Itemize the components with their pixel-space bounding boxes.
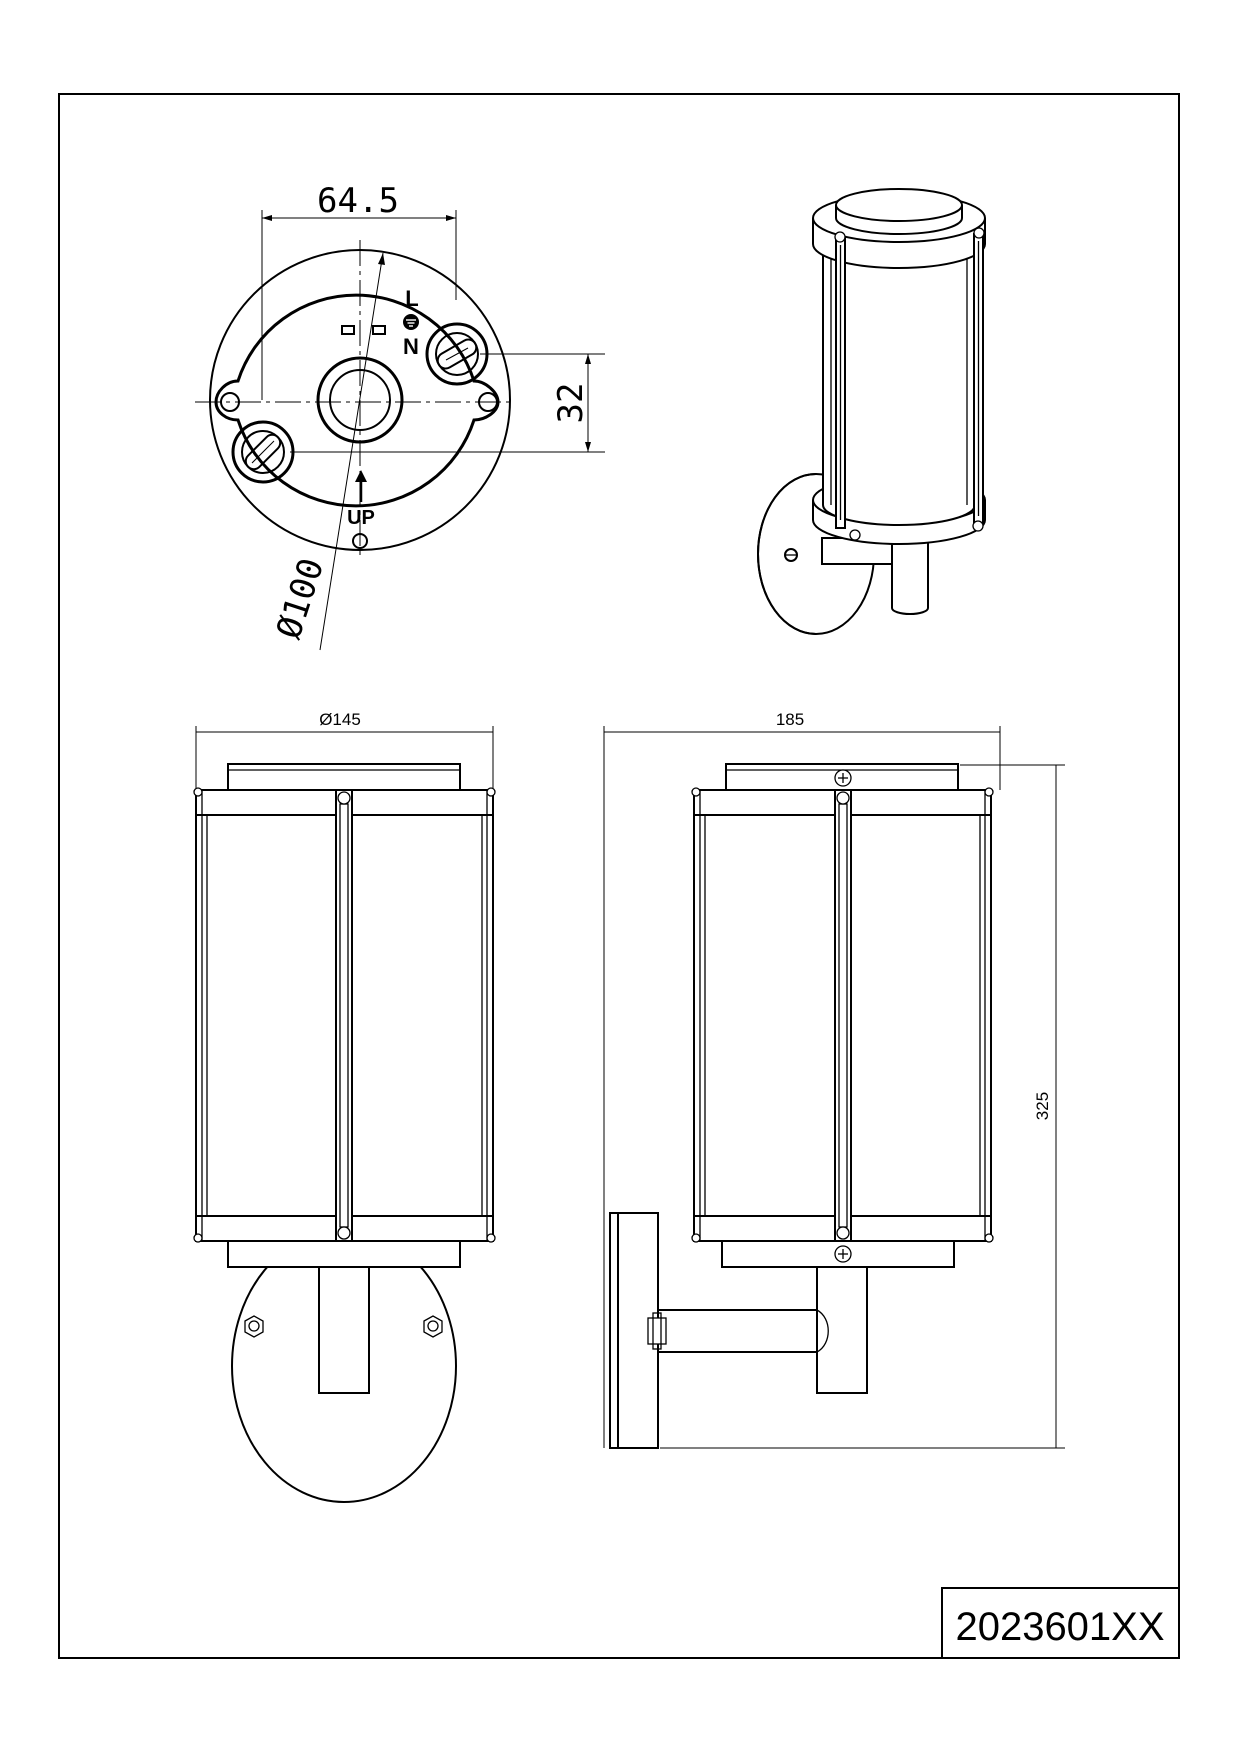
dimension-height: 325 xyxy=(1033,1092,1052,1120)
dimension-plate-hole-spacing: 64.5 xyxy=(317,181,399,221)
hex-nut-right-icon xyxy=(423,1315,443,1338)
arm-fixing-nut-icon xyxy=(647,1312,667,1350)
top-screw-icon xyxy=(834,769,852,787)
part-number-label: 2023601XX xyxy=(955,1605,1164,1649)
up-arrow-icon xyxy=(355,470,367,502)
terminal-live-label: L xyxy=(405,286,418,311)
front-elevation-view: Ø145 xyxy=(193,710,496,1503)
bottom-screw-icon xyxy=(834,1245,852,1263)
up-marker-label: UP xyxy=(347,507,375,529)
title-block: 2023601XX xyxy=(941,1587,1180,1659)
isometric-view xyxy=(757,188,986,635)
dimension-plate-hole-offset: 32 xyxy=(551,383,591,424)
drawing-border xyxy=(58,93,1180,1659)
side-elevation-view: 185 325 xyxy=(603,710,1065,1449)
terminal-neutral-label: N xyxy=(403,334,419,359)
mounting-plate-view: 64.5 32 L xyxy=(195,181,605,651)
hex-nut-left-icon xyxy=(244,1315,264,1338)
dimension-projection: 185 xyxy=(776,710,804,729)
earth-terminal-icon xyxy=(403,314,419,330)
dimension-shade-diameter: Ø145 xyxy=(319,710,361,729)
